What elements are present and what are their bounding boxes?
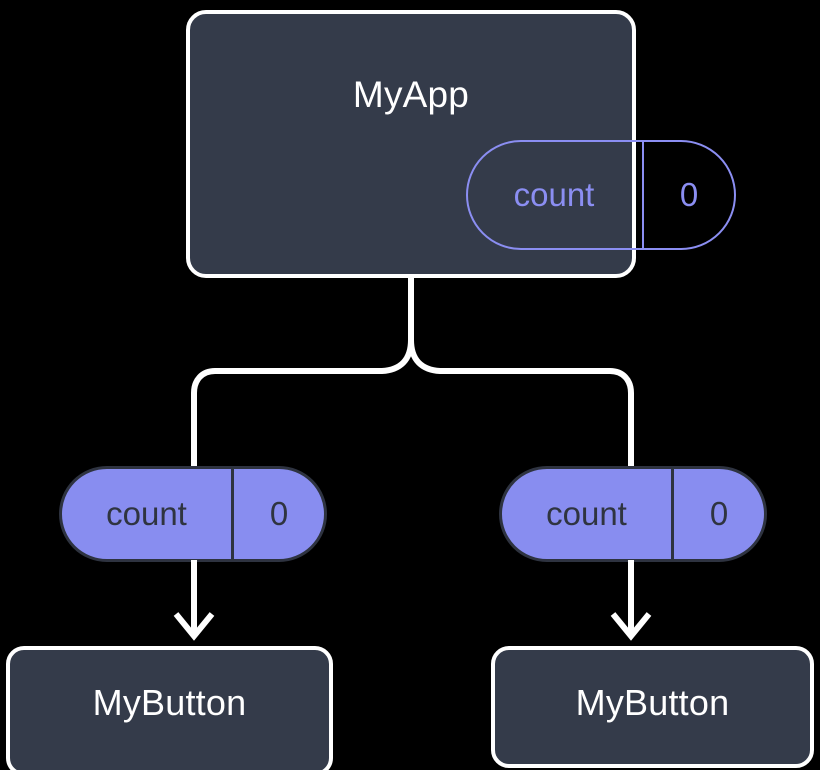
state-value-label: 0 bbox=[709, 495, 729, 532]
connector-branch-right bbox=[408, 339, 634, 470]
arrow-head-right bbox=[610, 612, 652, 641]
state-pill-child-0[interactable]: count 0 bbox=[59, 466, 327, 562]
page-title: MyApp bbox=[352, 74, 470, 115]
component-node-myapp[interactable]: MyApp count 0 bbox=[186, 10, 736, 278]
state-pill-child-1[interactable]: count 0 bbox=[499, 466, 767, 562]
component-node-mybutton-right[interactable]: MyButton bbox=[491, 646, 814, 768]
state-key-label: count bbox=[502, 469, 674, 559]
connector-branch-left bbox=[191, 339, 414, 470]
state-pill-root[interactable]: count 0 bbox=[466, 140, 736, 250]
component-label: MyButton bbox=[575, 682, 730, 723]
state-key-label: count bbox=[468, 142, 644, 248]
state-value-label: 0 bbox=[269, 495, 289, 532]
state-value-label: 0 bbox=[679, 176, 699, 213]
component-label: MyButton bbox=[92, 682, 247, 723]
state-key-label: count bbox=[62, 469, 234, 559]
arrow-head-left bbox=[173, 612, 215, 641]
component-node-mybutton-left[interactable]: MyButton bbox=[6, 646, 333, 770]
